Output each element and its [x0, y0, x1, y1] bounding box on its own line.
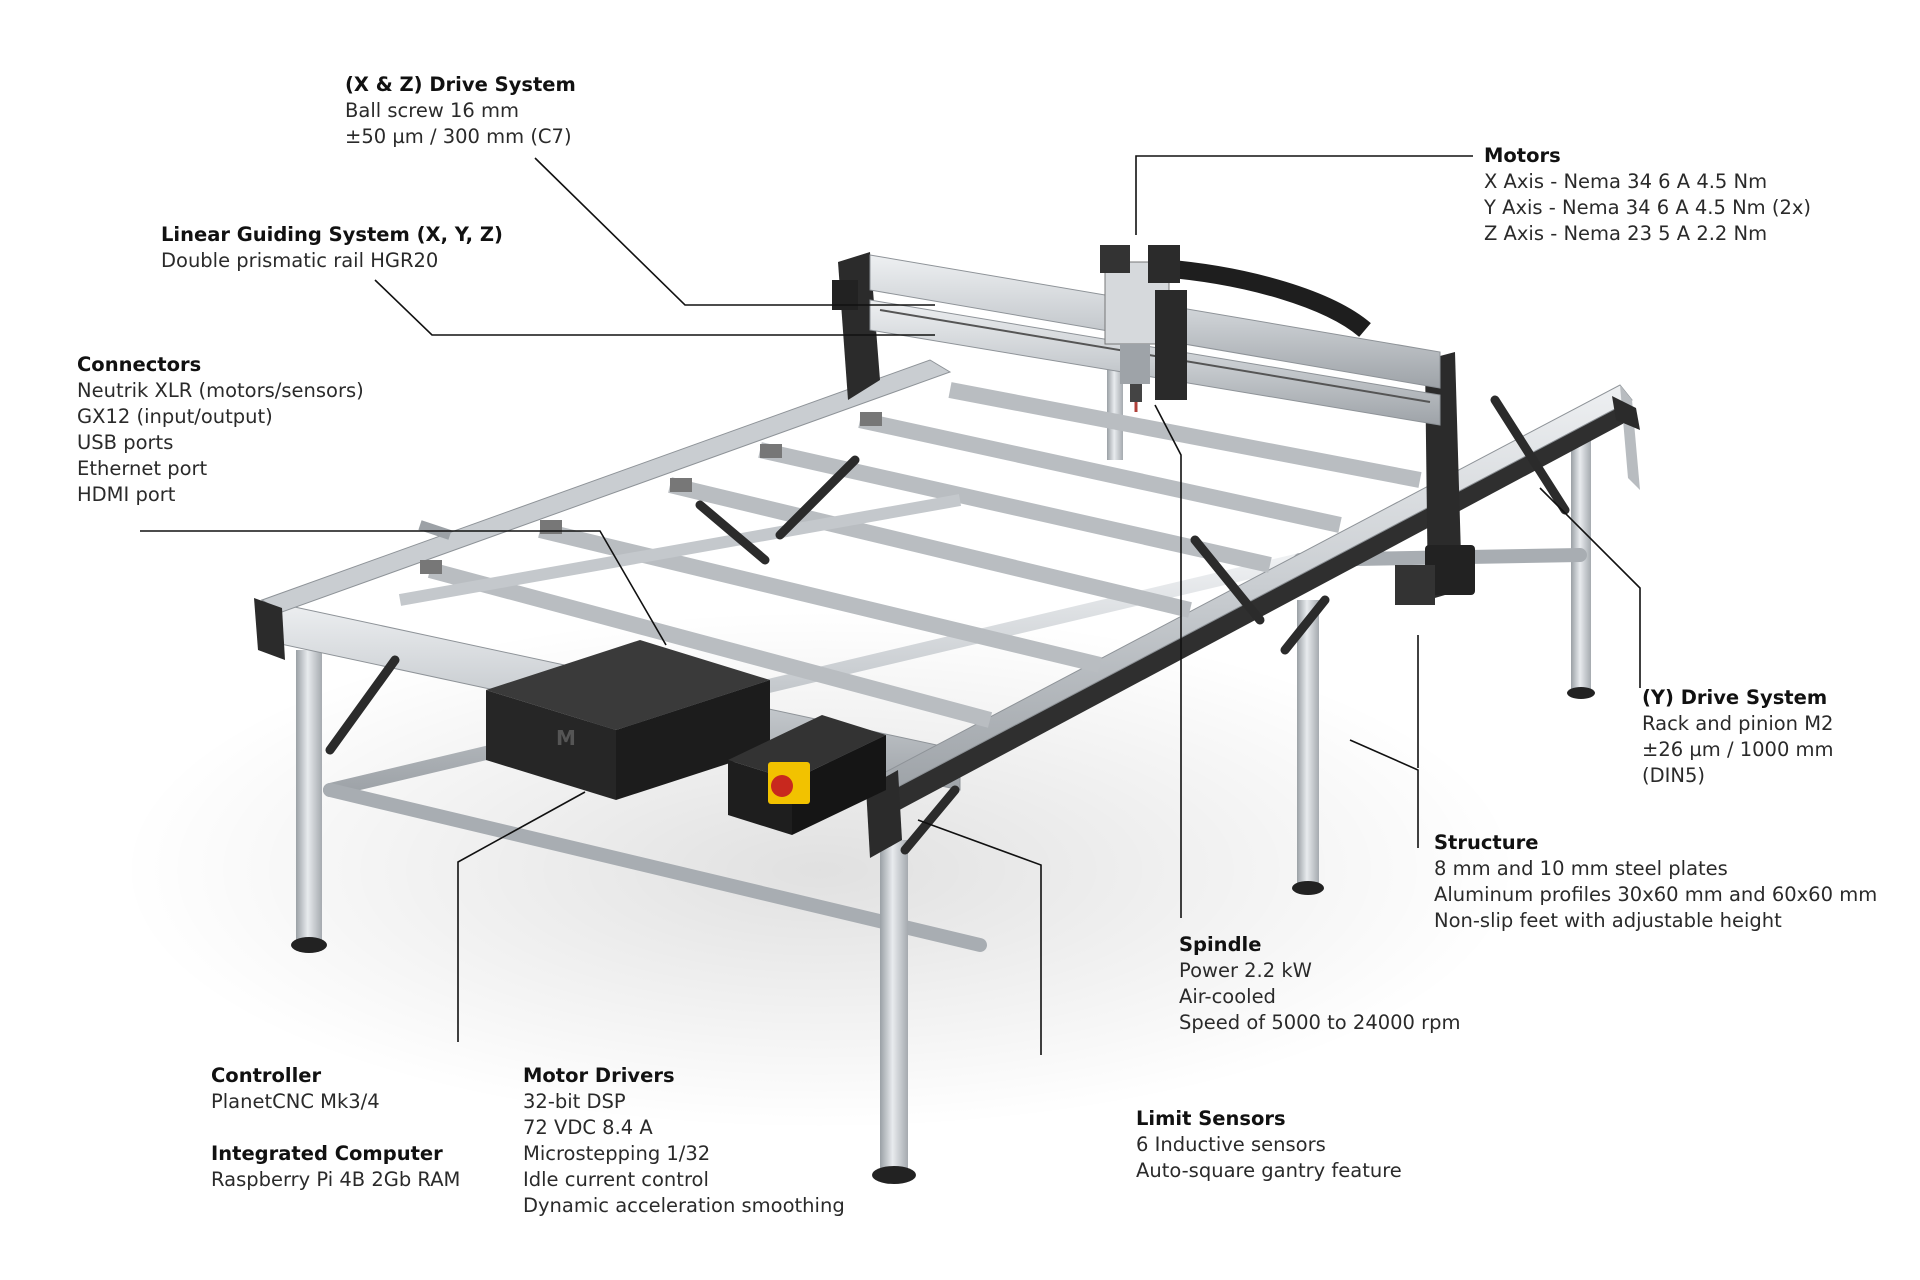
callout-line: Dynamic acceleration smoothing — [523, 1194, 845, 1217]
callout-title: Structure — [1434, 831, 1539, 854]
leader-xz-drive — [534, 157, 935, 306]
callout-controller: Controller PlanetCNC Mk3/4 — [211, 1063, 380, 1115]
callout-line: Double prismatic rail HGR20 — [161, 249, 439, 272]
callout-title: (X & Z) Drive System — [345, 73, 576, 96]
callout-line: Z Axis - Nema 23 5 A 2.2 Nm — [1484, 222, 1768, 245]
leader-linear-guiding — [374, 279, 935, 336]
callout-line: Ethernet port — [77, 457, 208, 480]
callout-line: Ball screw 16 mm — [345, 99, 519, 122]
callout-line: Raspberry Pi 4B 2Gb RAM — [211, 1168, 461, 1191]
callout-line: 8 mm and 10 mm steel plates — [1434, 857, 1728, 880]
callout-line: Auto-square gantry feature — [1136, 1159, 1402, 1182]
callout-line: ±26 µm / 1000 mm — [1642, 738, 1834, 761]
callout-title: Integrated Computer — [211, 1142, 443, 1165]
callout-title: Connectors — [77, 353, 202, 376]
callout-line: (DIN5) — [1642, 764, 1705, 787]
callout-spindle: Spindle Power 2.2 kW Air-cooled Speed of… — [1179, 932, 1461, 1036]
callout-line: Aluminum profiles 30x60 mm and 60x60 mm — [1434, 883, 1878, 906]
leader-connectors — [140, 530, 667, 646]
callout-line: Rack and pinion M2 — [1642, 712, 1834, 735]
callout-title: Motors — [1484, 144, 1561, 167]
callout-line: Non-slip feet with adjustable height — [1434, 909, 1782, 932]
callout-title: Motor Drivers — [523, 1064, 675, 1087]
emergency-stop — [768, 762, 810, 804]
callout-line: 6 Inductive sensors — [1136, 1133, 1326, 1156]
callout-linear-guiding-system: Linear Guiding System (X, Y, Z) Double p… — [161, 222, 503, 274]
callout-line: 72 VDC 8.4 A — [523, 1116, 653, 1139]
leader-structure — [1349, 739, 1419, 848]
leader-motors — [1135, 155, 1473, 235]
callout-motor-drivers: Motor Drivers 32-bit DSP 72 VDC 8.4 A Mi… — [523, 1063, 845, 1219]
callout-structure: Structure 8 mm and 10 mm steel plates Al… — [1434, 830, 1877, 934]
callout-line: PlanetCNC Mk3/4 — [211, 1090, 380, 1113]
callout-xz-drive-system: (X & Z) Drive System Ball screw 16 mm ±5… — [345, 72, 576, 150]
callout-title: Limit Sensors — [1136, 1107, 1286, 1130]
floor-shadow — [120, 610, 1520, 1130]
back-legs — [1107, 350, 1595, 895]
callout-connectors: Connectors Neutrik XLR (motors/sensors) … — [77, 352, 364, 508]
callout-limit-sensors: Limit Sensors 6 Inductive sensors Auto-s… — [1136, 1106, 1402, 1184]
diagonal-braces — [325, 395, 1570, 855]
leader-spindle — [1154, 404, 1182, 918]
callout-line: GX12 (input/output) — [77, 405, 273, 428]
callout-title: (Y) Drive System — [1642, 686, 1828, 709]
callout-integrated-computer: Integrated Computer Raspberry Pi 4B 2Gb … — [211, 1141, 460, 1193]
corner-brackets — [254, 396, 1640, 858]
callout-motors: Motors X Axis - Nema 34 6 A 4.5 Nm Y Axi… — [1484, 143, 1811, 247]
callout-line: 32-bit DSP — [523, 1090, 626, 1113]
callout-line: Air-cooled — [1179, 985, 1276, 1008]
callout-title: Linear Guiding System (X, Y, Z) — [161, 223, 503, 246]
callout-line: Neutrik XLR (motors/sensors) — [77, 379, 364, 402]
front-legs — [291, 650, 916, 1184]
callout-line: Power 2.2 kW — [1179, 959, 1312, 982]
callout-line: USB ports — [77, 431, 174, 454]
callout-line: HDMI port — [77, 483, 176, 506]
callout-line: Y Axis - Nema 34 6 A 4.5 Nm (2x) — [1484, 196, 1812, 219]
callout-line: Idle current control — [523, 1168, 709, 1191]
leader-limit-sensors — [917, 819, 1042, 1055]
electronics-boxes: M — [486, 640, 886, 835]
leader-controller — [457, 791, 586, 1042]
callout-line: X Axis - Nema 34 6 A 4.5 Nm — [1484, 170, 1768, 193]
callout-title: Spindle — [1179, 933, 1262, 956]
leader-y-drive — [1539, 487, 1641, 688]
callout-title: Controller — [211, 1064, 322, 1087]
callout-y-drive-system: (Y) Drive System Rack and pinion M2 ±26 … — [1642, 685, 1834, 789]
callout-line: Microstepping 1/32 — [523, 1142, 711, 1165]
callout-line: Speed of 5000 to 24000 rpm — [1179, 1011, 1461, 1034]
svg-text:M: M — [556, 726, 576, 750]
callout-line: ±50 µm / 300 mm (C7) — [345, 125, 572, 148]
spindle-assembly — [1100, 245, 1187, 412]
